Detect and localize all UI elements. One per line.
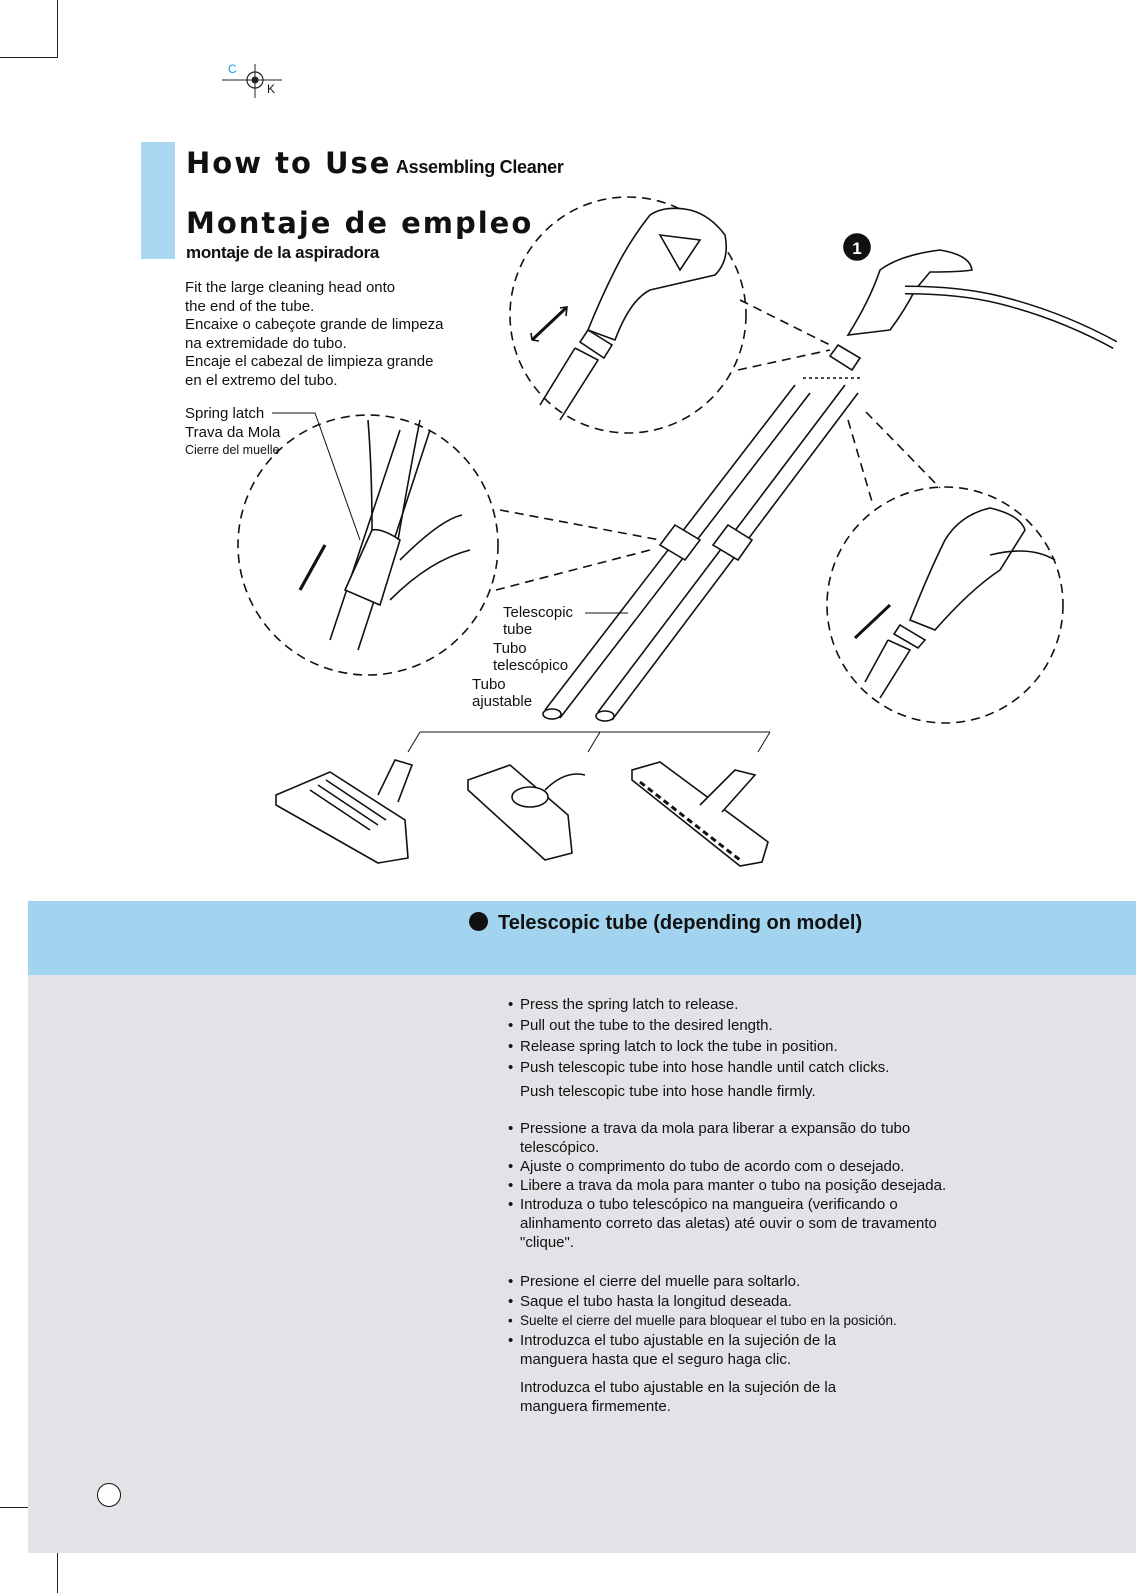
section-title: Telescopic tube (depending on model) — [469, 912, 862, 935]
intro-text: Fit the large cleaning head onto the end… — [185, 279, 444, 390]
list-item: •Release spring latch to lock the tube i… — [508, 1038, 838, 1055]
list-item: •Pull out the tube to the desired length… — [508, 1017, 773, 1034]
list-item: •Presione el cierre del muelle para solt… — [508, 1273, 801, 1290]
assembly-illustration: 1 — [237, 196, 1118, 867]
telescopic-en-1: Telescopic — [503, 604, 574, 621]
page-subtitle-es: montaje de la aspiradora — [186, 243, 380, 262]
list-item: •Introduzca el tubo ajustable en la suje… — [508, 1331, 837, 1369]
instructions-panel — [28, 975, 1136, 1553]
list-note: Push telescopic tube into hose handle fi… — [520, 1083, 816, 1100]
list-note: Introduzca el tubo ajustable en la sujec… — [520, 1378, 837, 1416]
list-item: •Push telescopic tube into hose handle u… — [508, 1059, 890, 1076]
spring-latch-label: Spring latch Trava da Mola Cierre del mu… — [185, 404, 280, 459]
spring-latch-es: Cierre del muelle — [185, 443, 280, 457]
spring-latch-en: Spring latch — [185, 405, 265, 422]
detail-circle-left — [237, 414, 661, 676]
crop-mark-top-left-v — [57, 0, 58, 58]
handle-detail-top — [530, 207, 728, 421]
instructions-spanish: •Presione el cierre del muelle para solt… — [508, 1272, 948, 1417]
heading-en: How to Use Assembling Cleaner — [186, 146, 564, 180]
list-item: •Press the spring latch to release. — [508, 996, 739, 1013]
cleaning-head-1 — [275, 759, 414, 864]
hands-detail-left — [298, 419, 471, 651]
step-number: 1 — [852, 239, 861, 258]
intro-line: Encaje el cabezal de limpieza grande — [185, 353, 434, 370]
list-item: •Pressione a trava da mola para liberar … — [508, 1120, 911, 1156]
telescopic-pt-2: telescópico — [493, 657, 569, 674]
intro-line: na extremidade do tubo. — [185, 334, 347, 352]
detail-circle-top — [509, 196, 831, 434]
page-subtitle: Assembling Cleaner — [395, 157, 564, 177]
list-item: •Saque el tubo hasta la longitud deseada… — [508, 1292, 792, 1310]
list-item: •Suelte el cierre del muelle para bloque… — [508, 1313, 897, 1328]
page-title-es: Montaje de empleo — [186, 206, 534, 240]
telescopic-tube-label: Telescopic tube Tubo telescópico Tubo aj… — [472, 604, 573, 710]
registration-crosshair-icon — [222, 64, 282, 98]
cleaning-head-3 — [631, 761, 769, 867]
telescopic-pt-1: Tubo — [493, 640, 527, 657]
detail-circle-right — [826, 411, 1064, 724]
list-item: •Libere a trava da mola para manter o tu… — [508, 1177, 947, 1194]
section-header-band — [28, 901, 1136, 975]
handle-detail-right — [853, 507, 1056, 699]
step-number-badge — [843, 233, 871, 261]
page-number-circle — [97, 1483, 121, 1507]
intro-line: Fit the large cleaning head onto — [185, 279, 396, 296]
intro-line: the end of the tube. — [185, 297, 315, 315]
registration-c: C — [228, 62, 237, 76]
section-title-suffix: (depending on model) — [653, 912, 863, 934]
intro-line: en el extremo del tubo. — [185, 371, 338, 389]
telescopic-es-2: ajustable — [472, 693, 533, 710]
page-title: How to Use — [186, 146, 392, 180]
registration-k: K — [267, 82, 276, 96]
hose-handle-main — [828, 249, 1118, 372]
spring-latch-pt: Trava da Mola — [185, 424, 281, 441]
intro-line: Encaixe o cabeçote grande de limpeza — [185, 316, 444, 333]
telescopic-tube-a — [542, 384, 811, 720]
telescopic-es-1: Tubo — [472, 676, 506, 693]
bullet-circle-icon — [469, 912, 488, 931]
crop-mark-top-left-h — [0, 57, 58, 58]
telescopic-tube-b — [595, 384, 859, 722]
registration-mark: C K — [222, 62, 284, 100]
instructions-english: •Press the spring latch to release. •Pul… — [508, 994, 1098, 1102]
section-title-main: Telescopic tube — [498, 912, 648, 934]
list-item: •Introduza o tubo telescópico na manguei… — [508, 1196, 937, 1251]
instructions-portuguese: •Pressione a trava da mola para liberar … — [508, 1119, 968, 1252]
list-item: •Ajuste o comprimento do tubo de acordo … — [508, 1158, 905, 1175]
heading-accent-bar — [141, 142, 175, 259]
telescopic-en-2: tube — [503, 621, 533, 638]
cleaning-head-2 — [467, 764, 586, 861]
